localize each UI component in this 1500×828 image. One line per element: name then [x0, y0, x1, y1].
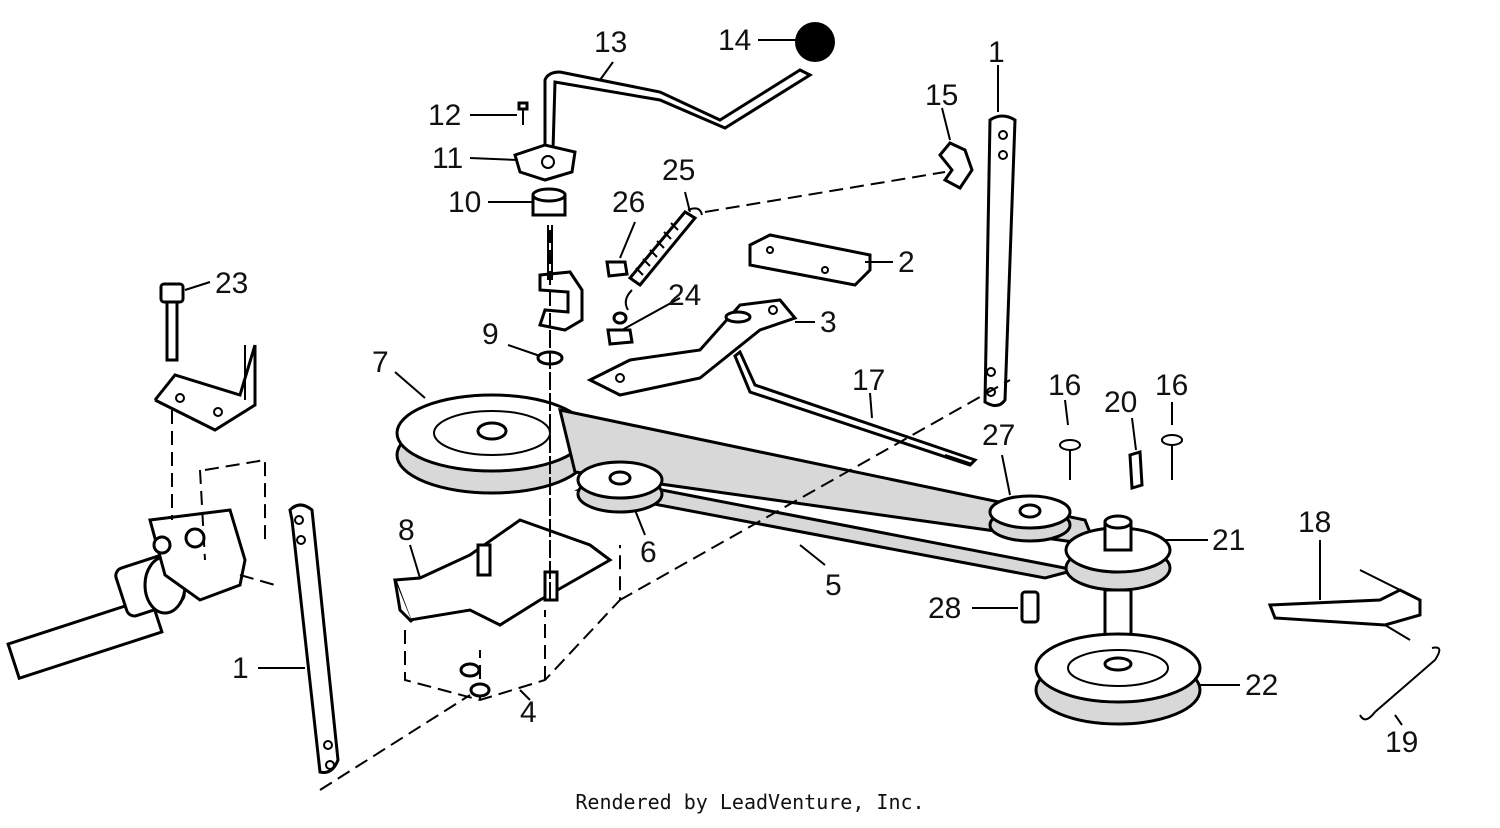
- callout-labels: 14 13 12 11 10 26 25 24 9 7 15 1 2 3 17 …: [215, 24, 1418, 759]
- bracket-23: [153, 282, 257, 520]
- spacer-28: [1020, 590, 1040, 624]
- callout-5: 5: [825, 569, 842, 602]
- callout-9: 9: [482, 318, 499, 351]
- callout-27: 27: [982, 419, 1015, 452]
- pivot-plate-11: [513, 143, 577, 182]
- bushing-10: [531, 187, 567, 217]
- callout-11: 11: [432, 142, 463, 175]
- callout-3: 3: [820, 306, 837, 339]
- spring-25: [624, 171, 946, 311]
- idler-pulley-6: [576, 460, 664, 514]
- callout-20: 20: [1104, 386, 1137, 419]
- callout-22: 22: [1245, 669, 1278, 702]
- link-arm-lower-left: [288, 503, 340, 774]
- lower-pulley-22: [1034, 588, 1202, 726]
- callout-18: 18: [1298, 506, 1331, 539]
- callout-14: 14: [718, 24, 751, 57]
- clip-15: [938, 141, 974, 190]
- callout-10: 10: [448, 186, 481, 219]
- pin-16-right: [1161, 434, 1183, 480]
- callout-4: 4: [520, 696, 537, 729]
- plate-3: [586, 298, 798, 397]
- callout-25: 25: [662, 154, 695, 187]
- rod-17: [733, 349, 978, 467]
- callout-6: 6: [640, 536, 657, 569]
- nut-26: [605, 260, 629, 278]
- belt-guide-8: [392, 518, 613, 627]
- callout-12: 12: [428, 99, 461, 132]
- callout-7: 7: [372, 346, 389, 379]
- callout-8: 8: [398, 514, 415, 547]
- callout-24: 24: [668, 279, 701, 312]
- screw-12: [517, 101, 529, 125]
- callout-15: 15: [925, 79, 958, 112]
- plate-2: [748, 233, 872, 287]
- brake-link-18: [1267, 569, 1422, 641]
- pin-16-left: [1059, 439, 1081, 480]
- knob-14: [795, 22, 835, 62]
- assembly-lines: [319, 230, 1011, 791]
- callout-2: 2: [898, 246, 915, 279]
- render-credit: Rendered by LeadVenture, Inc.: [575, 790, 925, 814]
- spring-19: [1359, 646, 1441, 721]
- callout-1-upper: 1: [988, 36, 1005, 69]
- bracket-box-4: [404, 545, 621, 702]
- lever-13: [543, 68, 814, 152]
- callout-19: 19: [1385, 726, 1418, 759]
- callout-28: 28: [928, 592, 961, 625]
- callout-16-right: 16: [1155, 369, 1188, 402]
- callout-16-left: 16: [1048, 369, 1081, 402]
- callout-13: 13: [594, 26, 627, 59]
- nut-24: [606, 311, 634, 346]
- leader-lines: [184, 39, 1403, 726]
- callout-17: 17: [852, 364, 885, 397]
- transmission-pulley-21: [1064, 514, 1172, 592]
- callout-26: 26: [612, 186, 645, 219]
- key-20: [1128, 450, 1144, 490]
- link-arm-upper-right: [983, 114, 1017, 407]
- callout-23: 23: [215, 267, 248, 300]
- transaxle-assembly: [6, 458, 276, 681]
- callout-21: 21: [1212, 524, 1245, 557]
- idler-pulley-27: [988, 494, 1072, 543]
- callout-1-lower: 1: [232, 652, 249, 685]
